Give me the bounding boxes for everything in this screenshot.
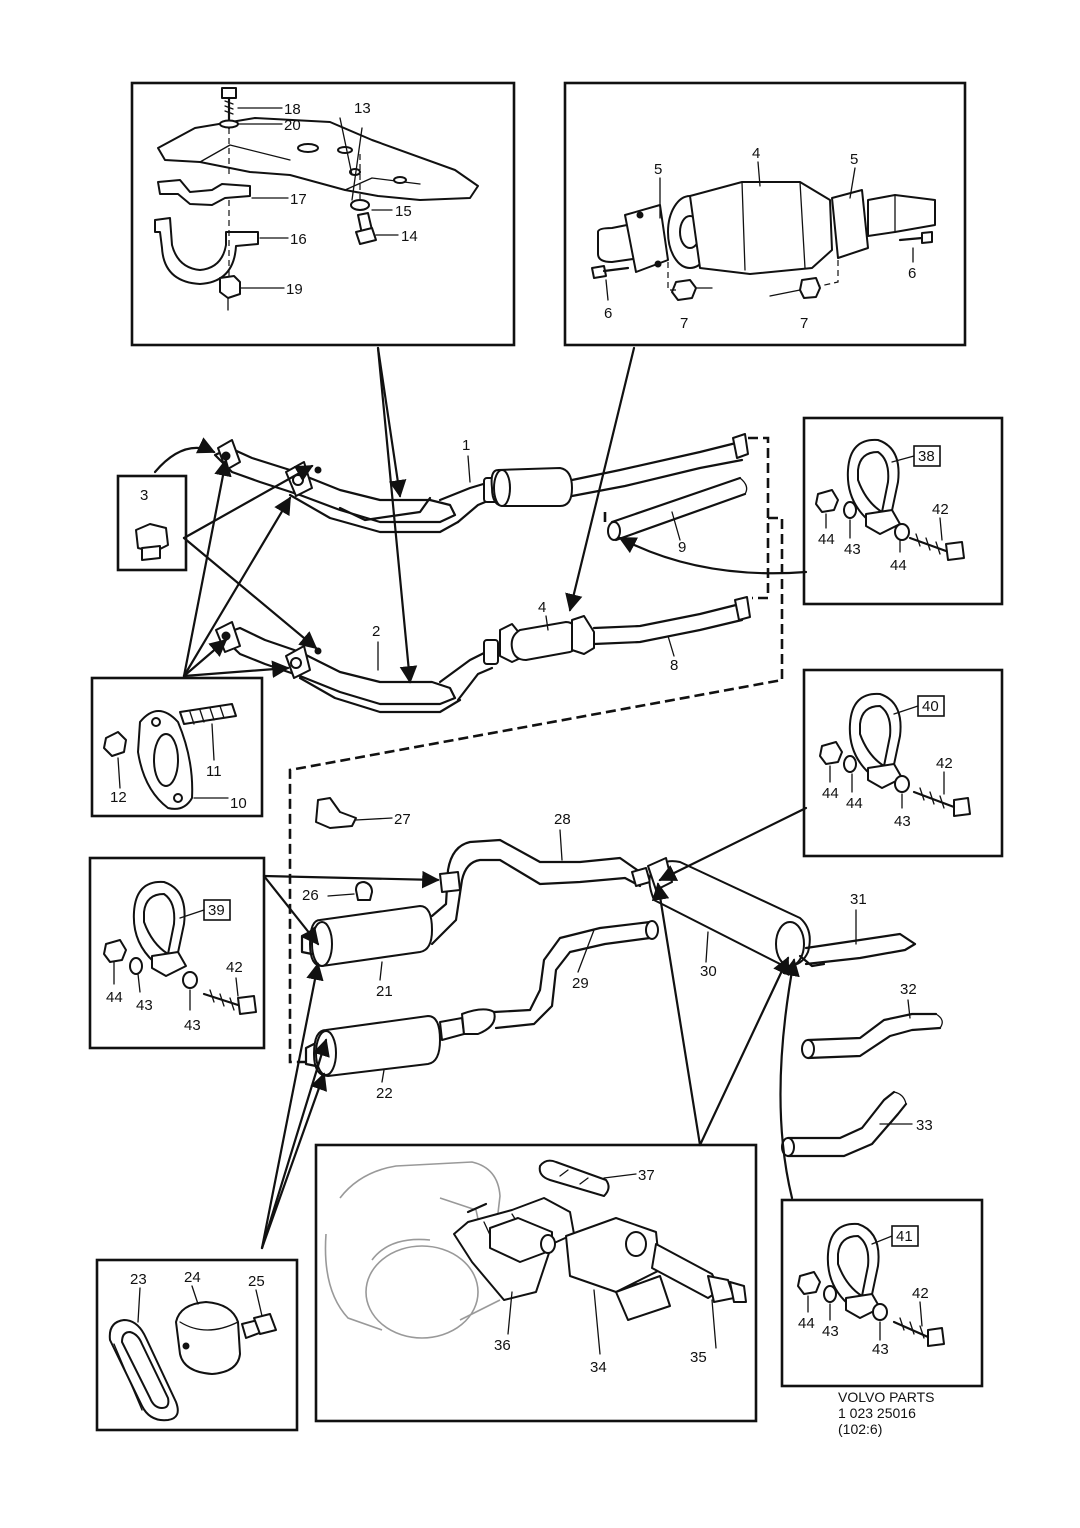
callout-16: 16 <box>290 231 307 248</box>
callout-1: 1 <box>462 437 470 454</box>
callout-5-right: 5 <box>850 151 858 168</box>
leader-arrows <box>153 346 808 1250</box>
callout-41: 41 <box>896 1228 913 1245</box>
callout-34: 34 <box>590 1359 607 1376</box>
callout-32: 32 <box>900 981 917 998</box>
footer-line-2: 1 023 25016 <box>838 1405 916 1421</box>
callout-12: 12 <box>110 789 127 806</box>
connection-dashes <box>288 436 784 1064</box>
callout-14: 14 <box>401 228 418 245</box>
callout-35: 35 <box>690 1349 707 1366</box>
callout-42-b: 42 <box>936 755 953 772</box>
callout-4-inset: 4 <box>752 145 760 162</box>
front-pipe-1: 1 <box>213 433 749 534</box>
callout-42-c: 42 <box>226 959 243 976</box>
callout-13: 13 <box>354 100 371 117</box>
callout-43-e: 43 <box>822 1323 839 1340</box>
inset-hanger-assembly: 37 36 34 35 <box>314 1143 758 1423</box>
rear-silencer-30: 30 31 <box>647 857 917 980</box>
callout-37: 37 <box>638 1167 655 1184</box>
callout-7-right: 7 <box>800 315 808 332</box>
callout-23: 23 <box>130 1271 147 1288</box>
callout-44-f: 44 <box>798 1315 815 1332</box>
inset-clamp-40: 40 44 44 43 42 <box>802 668 1004 858</box>
callout-7-left: 7 <box>680 315 688 332</box>
callout-21: 21 <box>376 983 393 1000</box>
callout-18: 18 <box>284 101 301 118</box>
inset-clamp-38: 38 44 43 44 42 <box>802 416 1004 606</box>
callout-44-d: 44 <box>846 795 863 812</box>
inset-plug-3: 3 <box>116 474 188 572</box>
callout-38: 38 <box>918 448 935 465</box>
inset-bracket-assembly: 18 20 13 17 15 16 14 19 <box>130 81 516 347</box>
inset-flange-gasket: 12 11 10 <box>90 676 264 818</box>
callout-5-left: 5 <box>654 161 662 178</box>
callout-17: 17 <box>290 191 307 208</box>
callout-6-right: 6 <box>908 265 916 282</box>
callout-44-e: 44 <box>106 989 123 1006</box>
callout-2: 2 <box>372 623 380 640</box>
callout-3: 3 <box>140 487 148 504</box>
callout-30: 30 <box>700 963 717 980</box>
callout-42-a: 42 <box>932 501 949 518</box>
callout-11: 11 <box>206 763 222 780</box>
inset-rubber-mount: 23 24 25 <box>95 1258 299 1432</box>
callout-22: 22 <box>376 1085 393 1102</box>
footer-line-3: (102:6) <box>838 1421 882 1437</box>
callout-33: 33 <box>916 1117 933 1134</box>
inset-clamp-39: 39 44 43 43 42 <box>88 856 266 1050</box>
footer-part-reference: VOLVO PARTS 1 023 25016 (102:6) <box>838 1389 934 1437</box>
callout-43-f: 43 <box>872 1341 889 1358</box>
silencer-21-pipe-28: 21 28 <box>300 811 651 1000</box>
inset-catalytic-converter: 4 5 5 6 6 7 7 <box>563 81 967 347</box>
callout-36: 36 <box>494 1337 511 1354</box>
pipes-32-33: 32 33 <box>781 981 943 1158</box>
callout-25: 25 <box>248 1273 265 1290</box>
callout-27: 27 <box>394 811 411 828</box>
callout-28: 28 <box>554 811 571 828</box>
callout-43-c: 43 <box>136 997 153 1014</box>
callout-4: 4 <box>538 599 546 616</box>
callout-43-b: 43 <box>894 813 911 830</box>
callout-40: 40 <box>922 698 939 715</box>
callout-10: 10 <box>230 795 247 812</box>
callout-6-left: 6 <box>604 305 612 322</box>
footer-line-1: VOLVO PARTS <box>838 1389 934 1405</box>
pipe-9: 9 <box>607 476 748 556</box>
callout-20: 20 <box>284 117 301 134</box>
callout-44-b: 44 <box>890 557 907 574</box>
bushing-26: 26 <box>302 881 373 904</box>
callout-43-d: 43 <box>184 1017 201 1034</box>
callout-42-d: 42 <box>912 1285 929 1302</box>
callout-15: 15 <box>395 203 412 220</box>
callout-43-a: 43 <box>844 541 861 558</box>
callout-39: 39 <box>208 902 225 919</box>
callout-44-c: 44 <box>822 785 839 802</box>
callout-19: 19 <box>286 281 303 298</box>
callout-29: 29 <box>572 975 589 992</box>
callout-26: 26 <box>302 887 319 904</box>
callout-31: 31 <box>850 891 867 908</box>
callout-24: 24 <box>184 1269 201 1286</box>
front-pipe-2: 4 2 8 <box>215 596 751 714</box>
bracket-27: 27 <box>315 797 411 829</box>
callout-9: 9 <box>678 539 686 556</box>
inset-clamp-41: 41 44 43 43 42 <box>780 1198 984 1388</box>
callout-8: 8 <box>670 657 678 674</box>
callout-44-a: 44 <box>818 531 835 548</box>
